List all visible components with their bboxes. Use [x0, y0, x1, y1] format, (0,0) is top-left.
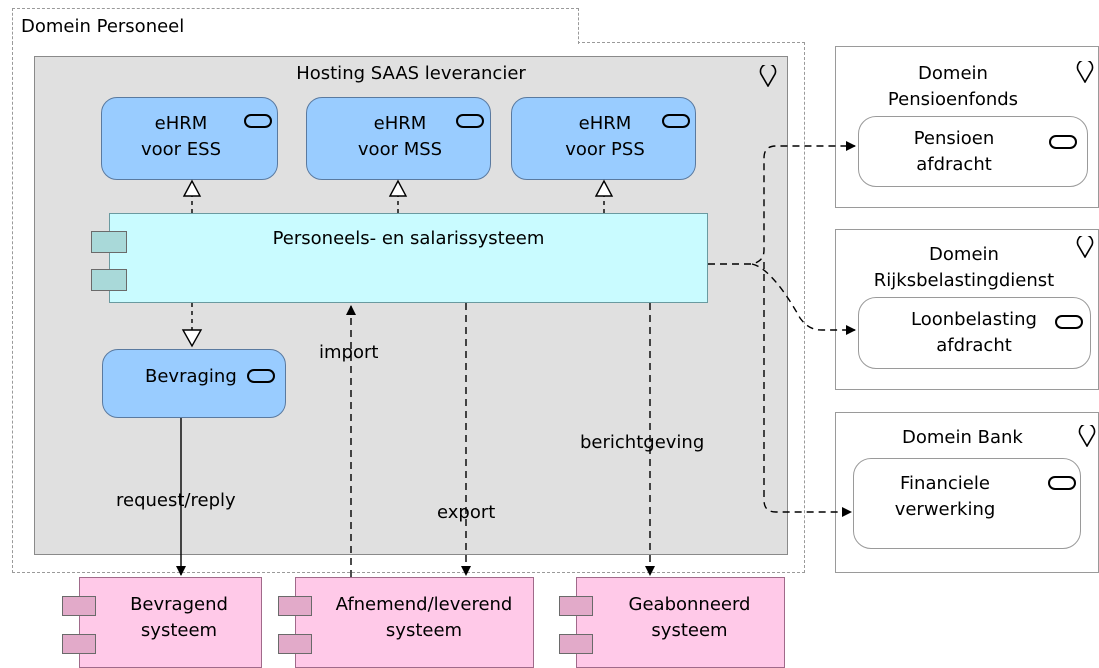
- service-financiele-label: Financiele verwerking: [894, 473, 996, 520]
- component-tab-icon: [278, 634, 312, 654]
- realization-arrow-bevraging: [181, 303, 203, 348]
- component-afnemend-label: Afnemend/leverend systeem: [335, 594, 513, 641]
- component-tab-icon: [559, 596, 593, 616]
- service-ehrm-pss-label: eHRM voor PSS: [565, 113, 645, 160]
- component-geabonneerd-label: Geabonneerd systeem: [628, 594, 751, 641]
- service-ehrm-ess[interactable]: eHRM voor ESS: [101, 97, 278, 180]
- realization-arrow-mss: [388, 179, 408, 213]
- component-geabonneerd-systeem[interactable]: Geabonneerd systeem: [576, 577, 785, 668]
- service-loonbelasting-afdracht[interactable]: Loonbelasting afdracht: [858, 297, 1091, 369]
- location-icon: [759, 65, 777, 87]
- flow-import-label: import: [319, 342, 379, 363]
- service-icon: [244, 114, 272, 128]
- flow-request-reply-label: request/reply: [116, 490, 236, 511]
- location-icon: [1076, 236, 1094, 258]
- service-icon: [456, 114, 484, 128]
- component-tab-icon: [91, 269, 127, 291]
- service-financiele-verwerking[interactable]: Financiele verwerking: [853, 458, 1081, 549]
- component-tab-icon: [278, 596, 312, 616]
- component-tab-icon: [62, 634, 96, 654]
- service-ehrm-mss-label: eHRM voor MSS: [357, 113, 443, 160]
- flow-export-label: export: [437, 502, 496, 523]
- personeels-salarissysteem-label: Personeels- en salarissysteem: [272, 228, 545, 249]
- component-tab-icon: [62, 596, 96, 616]
- service-bevraging[interactable]: Bevraging: [102, 349, 286, 418]
- flow-berichtgeving-label: berichtgeving: [580, 432, 705, 453]
- component-bevragend-label: Bevragend systeem: [130, 594, 228, 641]
- flows-to-domains: [708, 141, 856, 517]
- service-ehrm-pss[interactable]: eHRM voor PSS: [511, 97, 696, 180]
- location-icon: [1076, 61, 1094, 83]
- service-ehrm-ess-label: eHRM voor ESS: [140, 113, 222, 160]
- location-icon: [1078, 425, 1096, 447]
- service-loonbelasting-label: Loonbelasting afdracht: [911, 309, 1037, 356]
- domein-rijksbelastingdienst-label: Domein Rijksbelastingdienst: [873, 244, 1055, 291]
- component-tab-icon: [559, 634, 593, 654]
- hosting-saas-label: Hosting SAAS leverancier: [296, 63, 526, 84]
- service-ehrm-mss[interactable]: eHRM voor MSS: [306, 97, 491, 180]
- domein-bank-label: Domein Bank: [902, 427, 1023, 448]
- component-bevragend-systeem[interactable]: Bevragend systeem: [79, 577, 262, 668]
- service-icon: [1055, 315, 1083, 329]
- service-icon: [1048, 476, 1076, 490]
- service-icon: [662, 114, 690, 128]
- domein-pensioenfonds-label: Domein Pensioenfonds: [887, 63, 1019, 110]
- realization-arrow-ess: [182, 179, 202, 213]
- domein-personeel-label: Domein Personeel: [21, 16, 185, 37]
- service-icon: [247, 369, 275, 383]
- service-bevraging-label: Bevraging: [145, 366, 237, 387]
- service-pensioen-label: Pensioen afdracht: [913, 128, 995, 175]
- component-afnemend-leverend-systeem[interactable]: Afnemend/leverend systeem: [295, 577, 534, 668]
- domein-personeel-tab[interactable]: Domein Personeel: [12, 8, 579, 44]
- personeels-salarissysteem-component[interactable]: Personeels- en salarissysteem: [109, 213, 708, 303]
- realization-arrow-pss: [594, 179, 614, 213]
- service-icon: [1049, 135, 1077, 149]
- component-tab-icon: [91, 231, 127, 253]
- service-pensioen-afdracht[interactable]: Pensioen afdracht: [858, 116, 1088, 187]
